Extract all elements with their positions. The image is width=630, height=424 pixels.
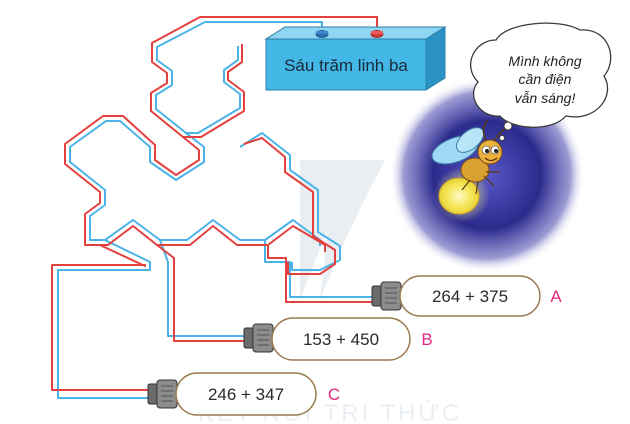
bulb-a-glass [399,275,541,317]
bulb-b-glass [271,317,411,361]
bulb-c-letter: C [328,385,340,404]
red-wire [51,16,378,391]
speech-line-1: Mình không [508,53,581,69]
negative-terminal-icon [315,30,329,38]
speech-bubble: Mình không cần điện vẫn sáng! [470,22,612,142]
bulb-a: 264 + 375 A [371,275,562,317]
bulb-a-letter: A [550,287,562,306]
bulb-c-glass [175,372,317,416]
bulb-c: 246 + 347 C [147,372,340,416]
battery-label: Sáu trăm linh ba [284,56,408,75]
battery: Sáu trăm linh ba [264,26,447,91]
circuit-wires [51,16,378,399]
bulb-b: 153 + 450 B [243,317,433,361]
bulb-c-expression: 246 + 347 [208,385,284,404]
positive-terminal-icon [370,30,384,38]
bulb-b-expression: 153 + 450 [303,330,379,349]
bulb-a-expression: 264 + 375 [432,287,508,306]
speech-line-3: vẫn sáng! [515,90,576,106]
speech-line-2: cần điện [519,71,572,87]
firefly-glow-abdomen [438,177,480,215]
blue-wire [57,21,372,399]
bulb-b-letter: B [421,330,432,349]
